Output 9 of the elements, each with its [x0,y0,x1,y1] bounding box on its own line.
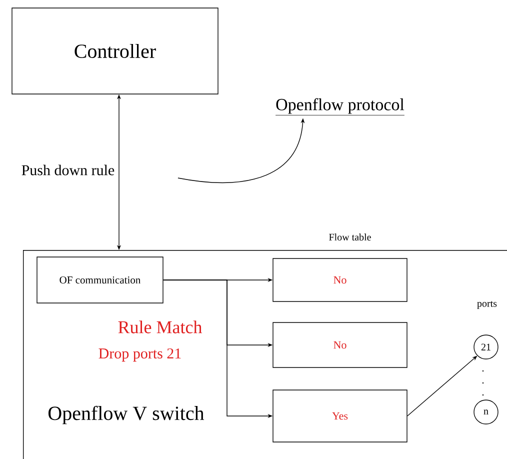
process-box: Controller [12,8,218,94]
process-box: Yes [272,390,408,442]
note-label: Flow table [329,233,371,241]
process-box: No [272,258,408,302]
process-box: OF communication [36,256,164,304]
note-label: ports [477,301,497,309]
process-box: No [272,322,408,368]
protocol-label: Openflow protocol [275,98,405,116]
edge-label: Push down rule [20,164,116,176]
